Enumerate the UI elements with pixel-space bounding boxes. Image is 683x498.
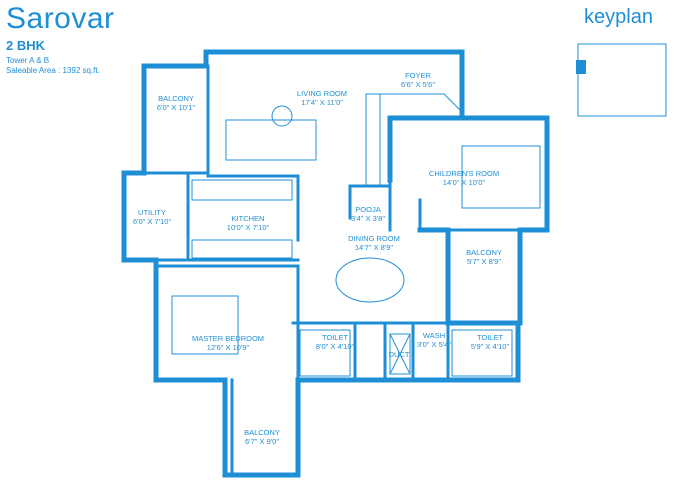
- tower-info: Tower A & B: [6, 56, 50, 65]
- outer-walls: [121, 49, 550, 478]
- keyplan-highlight: [576, 60, 586, 74]
- project-title: Sarovar: [6, 2, 115, 35]
- keyplan-label: keyplan: [584, 6, 653, 28]
- fixtures: [171, 43, 667, 377]
- inner-walls: [122, 64, 522, 477]
- unit-type: 2 BHK: [6, 38, 46, 53]
- room-duct: DUCT: [388, 350, 410, 359]
- saleable-area: Saleable Area : 1392 sq.ft.: [6, 66, 100, 75]
